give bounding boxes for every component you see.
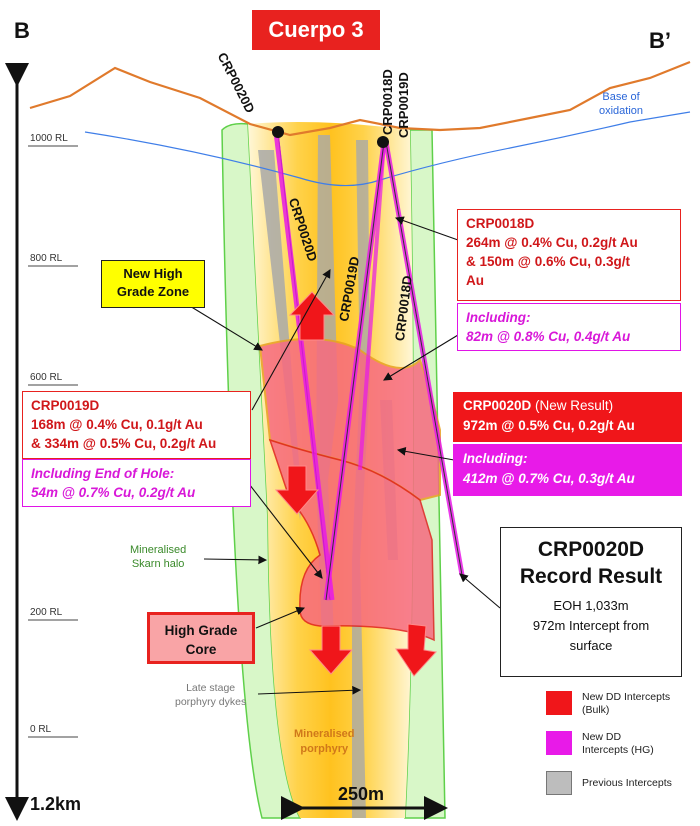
crp0018d-result-box: CRP0018D 264m @ 0.4% Cu, 0.2g/t Au & 150…: [457, 209, 681, 301]
mineralised-porphyry-label: Mineralised porphyry: [294, 728, 355, 755]
legend-swatch-previous: [546, 771, 572, 795]
topography: [29, 60, 691, 137]
drill-holes: [272, 126, 465, 601]
legend-label-hg: New DD Intercepts (HG): [582, 731, 654, 756]
rl-label-1000: 1000 RL: [30, 133, 68, 144]
hole-label-crp0019d-top: CRP0019D: [396, 72, 411, 138]
legend-label-bulk: New DD Intercepts (Bulk): [582, 691, 671, 716]
vertical-scale-label: 1.2km: [30, 794, 82, 814]
page-title: Cuerpo 3: [252, 10, 380, 50]
legend-swatch-hg: [546, 731, 572, 755]
crp0020d-result-box: CRP0020D (New Result) 972m @ 0.5% Cu, 0.…: [453, 392, 682, 442]
crp0018d-including-box: Including: 82m @ 0.8% Cu, 0.4g/t Au: [457, 303, 681, 351]
crp0020d-title-note: (New Result): [531, 398, 614, 413]
red-arrows: [274, 291, 437, 677]
section-start-label: B: [14, 18, 30, 43]
rl-label-600: 600 RL: [30, 372, 63, 383]
crp0020d-including-box: Including: 412m @ 0.7% Cu, 0.3g/t Au: [453, 444, 682, 496]
record-result-box: CRP0020D Record Result EOH 1,033m 972m I…: [500, 527, 682, 677]
rl-label-200: 200 RL: [30, 607, 63, 618]
section-end-label: B’: [649, 28, 671, 53]
rl-label-800: 800 RL: [30, 253, 63, 264]
crp0020d-title: CRP0020D: [463, 398, 532, 413]
high-grade-core-box: High Grade Core: [147, 612, 255, 664]
horizontal-scale-label: 250m: [338, 784, 385, 804]
legend-swatch-bulk: [546, 691, 572, 715]
late-stage-dykes-label: Late stage porphyry dykes: [175, 682, 247, 708]
legend-label-previous: Previous Intercepts: [582, 777, 672, 789]
new-high-grade-zone-box: New High Grade Zone: [101, 260, 205, 308]
rl-label-0: 0 RL: [30, 724, 52, 735]
base-of-oxidation-label: Base of oxidation: [599, 91, 644, 117]
hole-label-crp0018d-top: CRP0018D: [380, 69, 395, 135]
skarn-halo-label: Mineralised Skarn halo: [130, 544, 187, 570]
crp0019d-result-box: CRP0019D 168m @ 0.4% Cu, 0.1g/t Au & 334…: [22, 391, 251, 459]
crp0019d-including-box: Including End of Hole: 54m @ 0.7% Cu, 0.…: [22, 459, 251, 507]
